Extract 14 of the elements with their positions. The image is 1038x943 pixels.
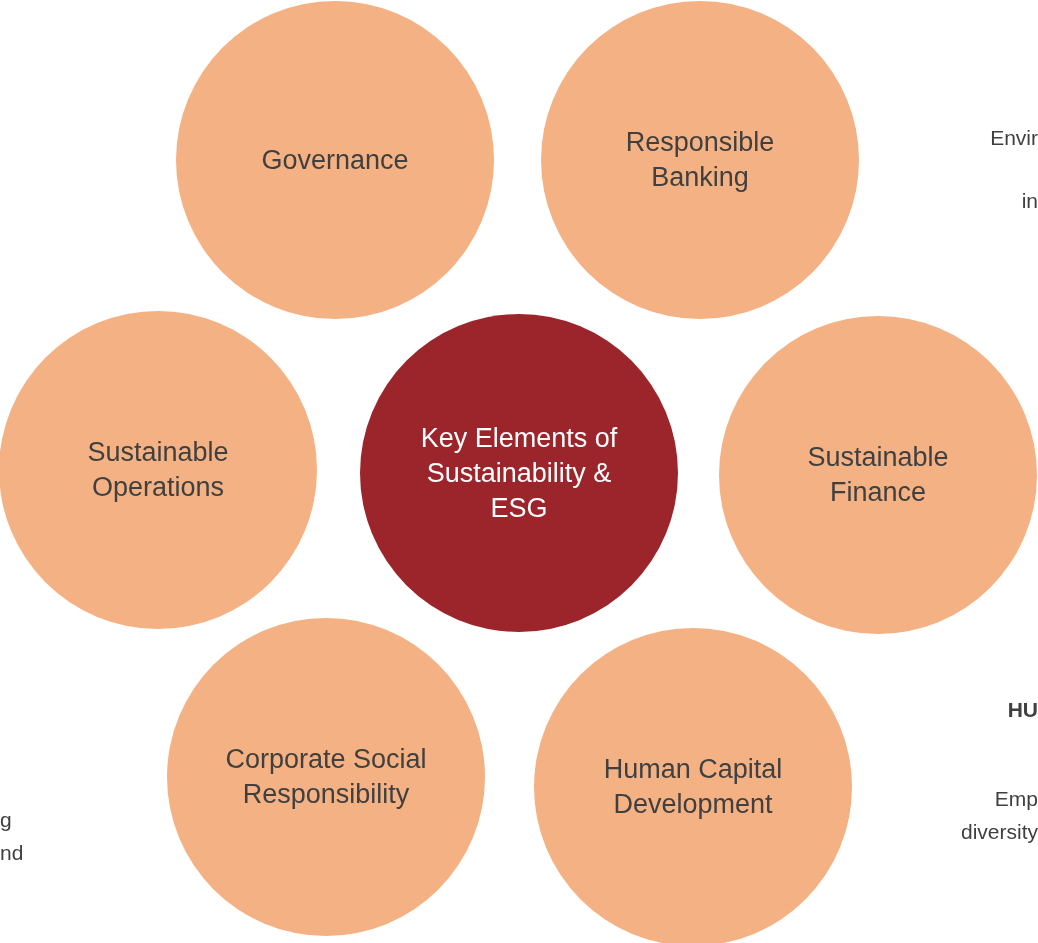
topic-label: Sustainable Finance [806, 441, 950, 509]
topic-label: Human Capital Development [602, 753, 784, 821]
center-title: Key Elements of Sustainability & ESG [419, 421, 619, 525]
cut-off-text: g [0, 808, 12, 832]
topic-label: Governance [260, 143, 410, 177]
cut-off-text: HU [1007, 698, 1038, 722]
cut-off-text: diversity [960, 820, 1038, 844]
cut-off-text: in [1021, 189, 1038, 213]
topic-label: Responsible Banking [624, 126, 776, 194]
cut-off-text: Envir [990, 126, 1038, 150]
cut-off-text: nd [0, 841, 24, 865]
topic-label: Sustainable Operations [86, 436, 230, 504]
topic-label: Corporate Social Responsibility [224, 743, 428, 811]
cut-off-text: Emp [994, 787, 1038, 811]
